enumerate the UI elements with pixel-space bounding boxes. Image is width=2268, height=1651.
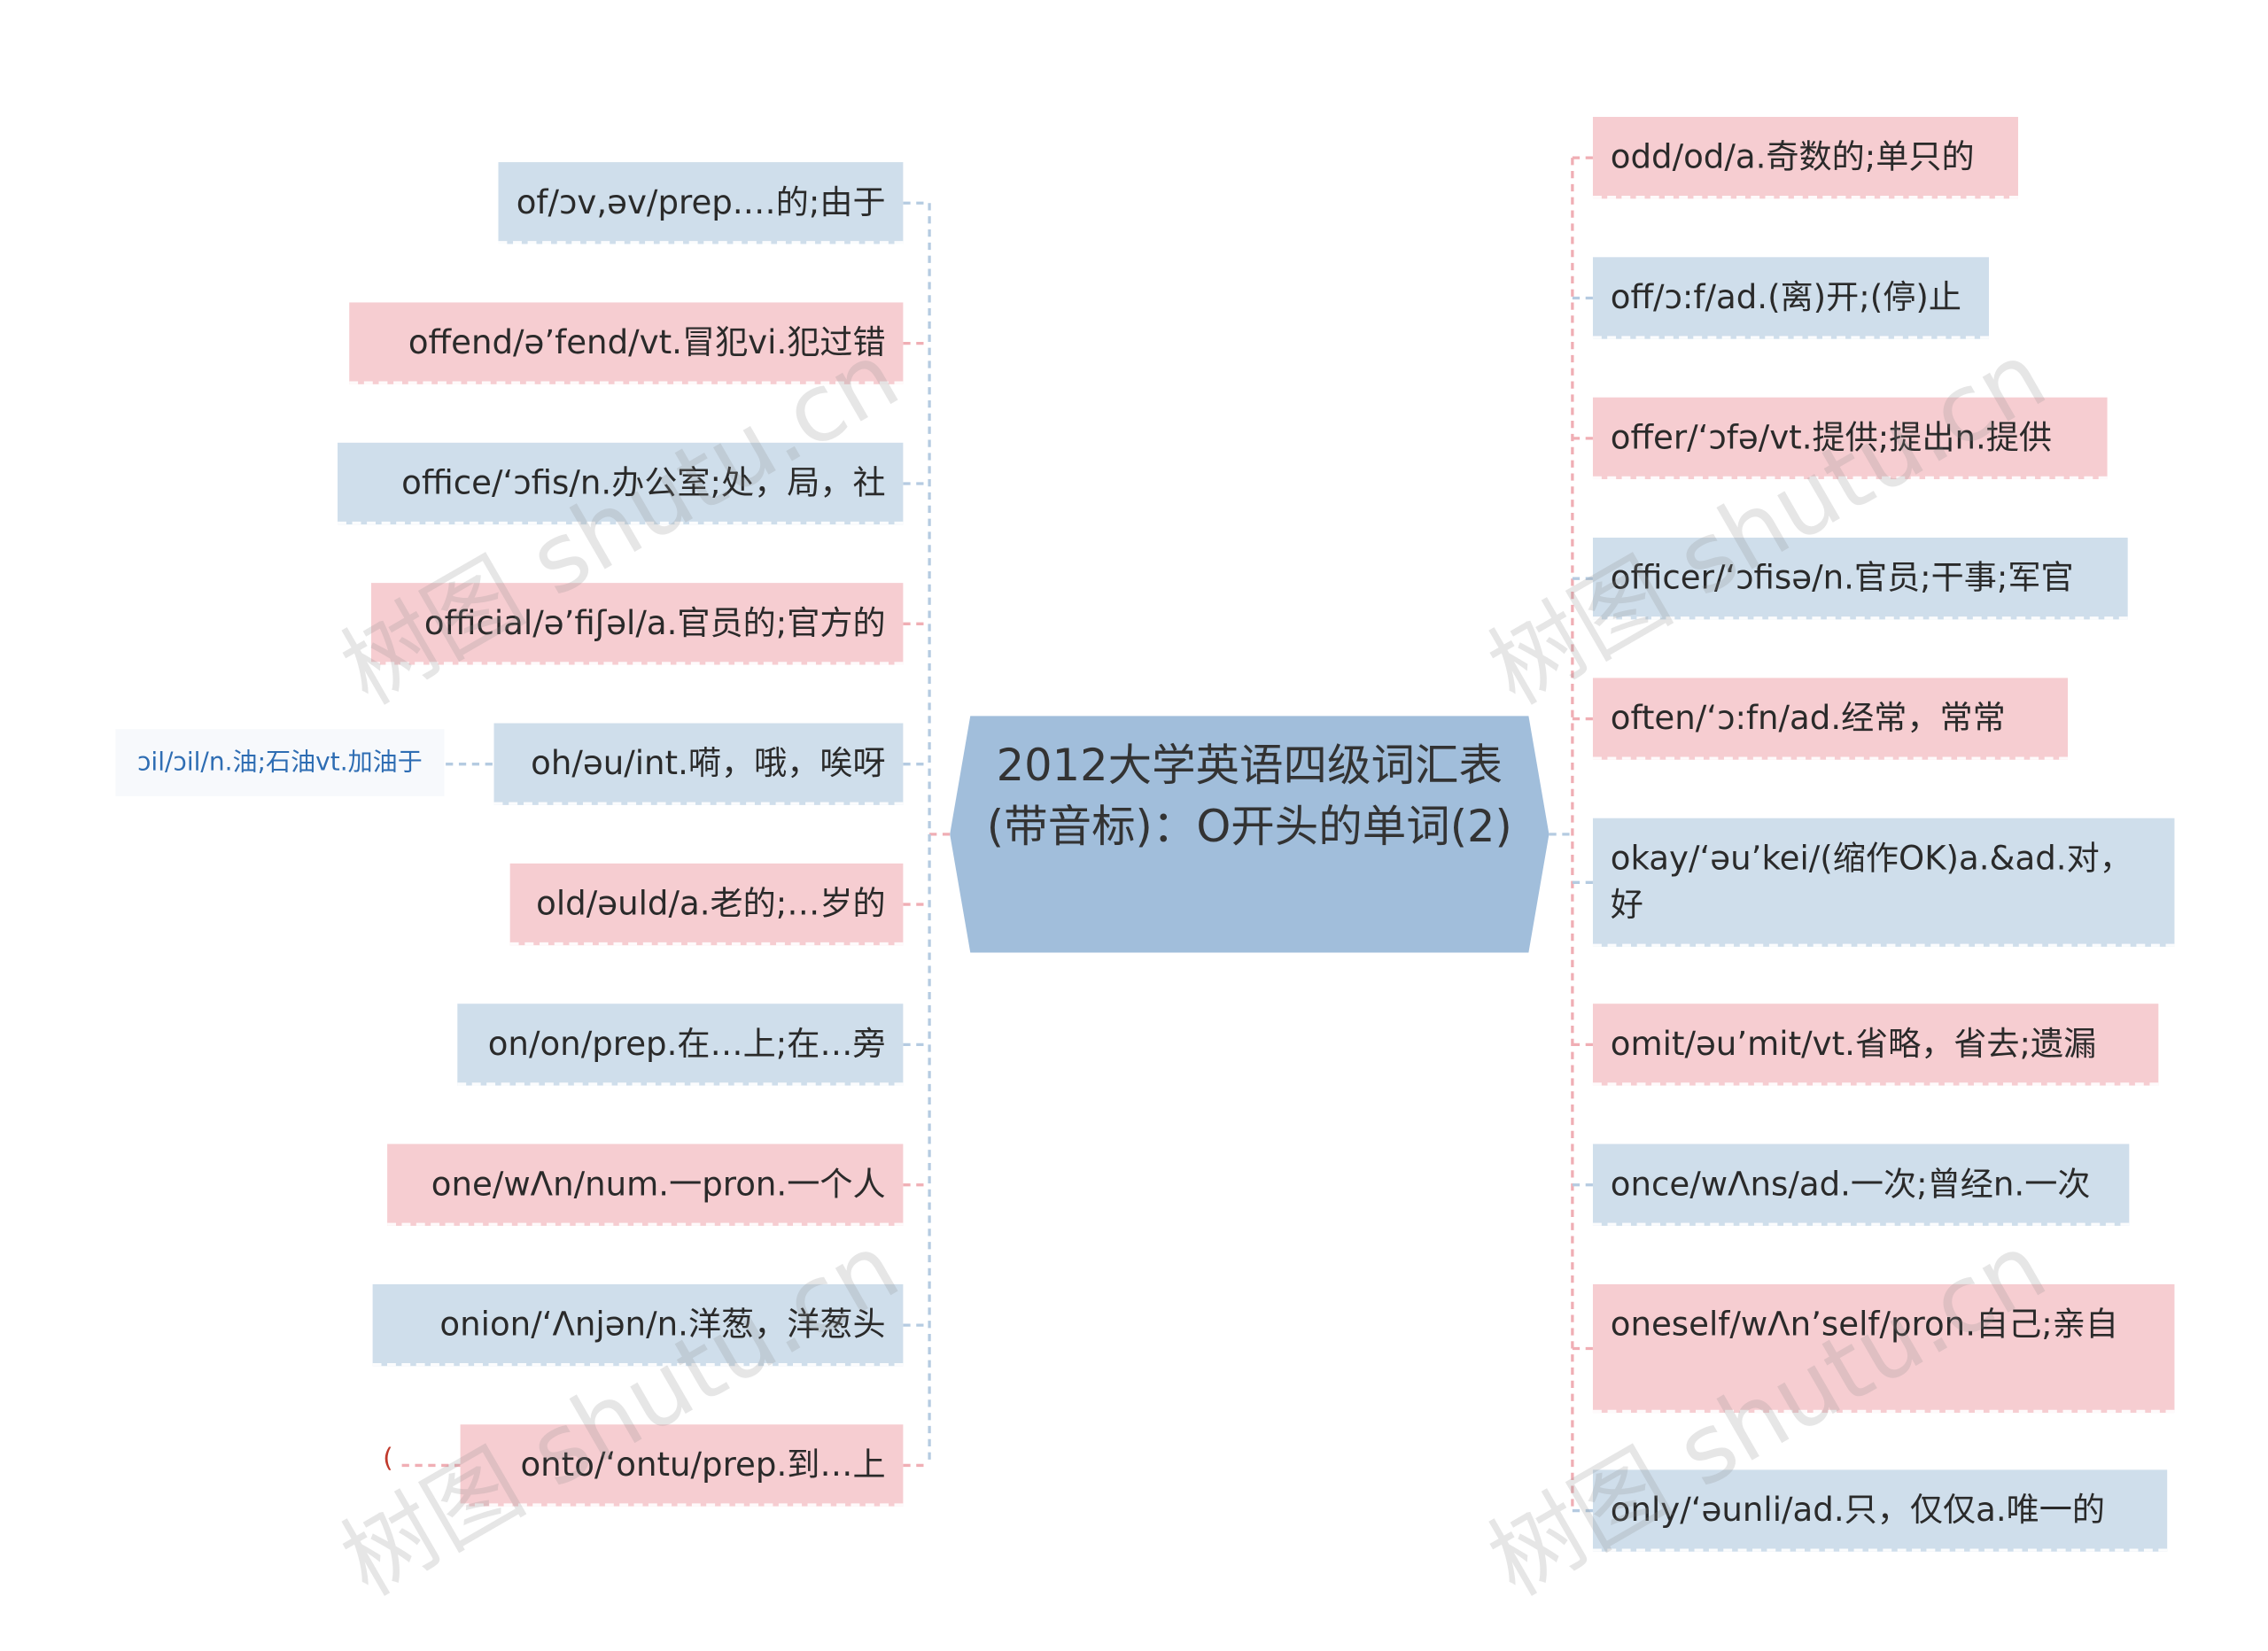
left-branch-node[interactable]: one/wΛn/num.一pron.一个人 (387, 1143, 904, 1226)
right-branch-node[interactable]: often/‘ɔ:fn/ad.经常，常常 (1592, 678, 2069, 760)
right-branch-node[interactable]: omit/əu’mit/vt.省略，省去;遗漏 (1592, 1004, 2159, 1086)
oil-note[interactable]: ɔil/ɔil/n.油;石油vt.加油于 (115, 729, 445, 796)
left-branch-node[interactable]: office/‘ɔfis/n.办公室;处，局，社 (338, 442, 904, 525)
right-branch-node[interactable]: offer/‘ɔfə/vt.提供;提出n.提供 (1592, 397, 2108, 480)
right-branch-node[interactable]: once/wΛns/ad.一次;曾经n.一次 (1592, 1143, 2130, 1226)
right-branch-node[interactable]: off/ɔ:f/ad.(离)开;(停)止 (1592, 257, 1989, 339)
central-topic[interactable]: 2012大学英语四级词汇表(带音标)：O开头的单词(2) (950, 716, 1550, 953)
onto-marker: ( (383, 1443, 393, 1475)
left-branch-node[interactable]: on/on/prep.在…上;在…旁 (457, 1004, 904, 1086)
left-branch-node[interactable]: old/əuld/a.老的;…岁的 (509, 863, 904, 946)
right-branch-node[interactable]: odd/od/a.奇数的;单只的 (1592, 116, 2018, 199)
right-branch-node[interactable]: oneself/wΛn’self/pron.自己;亲自 (1592, 1283, 2175, 1414)
right-branch-node[interactable]: officer/‘ɔfisə/n.官员;干事;军官 (1592, 538, 2128, 620)
left-branch-node[interactable]: of/ɔv,əv/prep.…的;由于 (498, 162, 904, 244)
central-topic-title: 2012大学英语四级词汇表(带音标)：O开头的单词(2) (986, 740, 1512, 854)
left-branch-node[interactable]: onion/‘Λnjən/n.洋葱，洋葱头 (372, 1283, 904, 1367)
left-branch-node[interactable]: official/ə’fiʃəl/a.官员的;官方的 (370, 583, 904, 665)
right-branch-node[interactable]: only/‘əunli/ad.只，仅仅a.唯一的 (1592, 1469, 2168, 1552)
left-branch-node[interactable]: oh/əu/int.嗬，哦，唉呀 (493, 723, 904, 805)
left-branch-node[interactable]: offend/ə’fend/vt.冒犯vi.犯过错 (349, 302, 904, 384)
left-branch-node[interactable]: onto/‘ontu/prep.到…上 (460, 1424, 904, 1507)
right-branch-node[interactable]: okay/‘əu’kei/(缩作OK)a.&ad.对，好 (1592, 818, 2175, 947)
central-topic-shape (950, 716, 1550, 953)
